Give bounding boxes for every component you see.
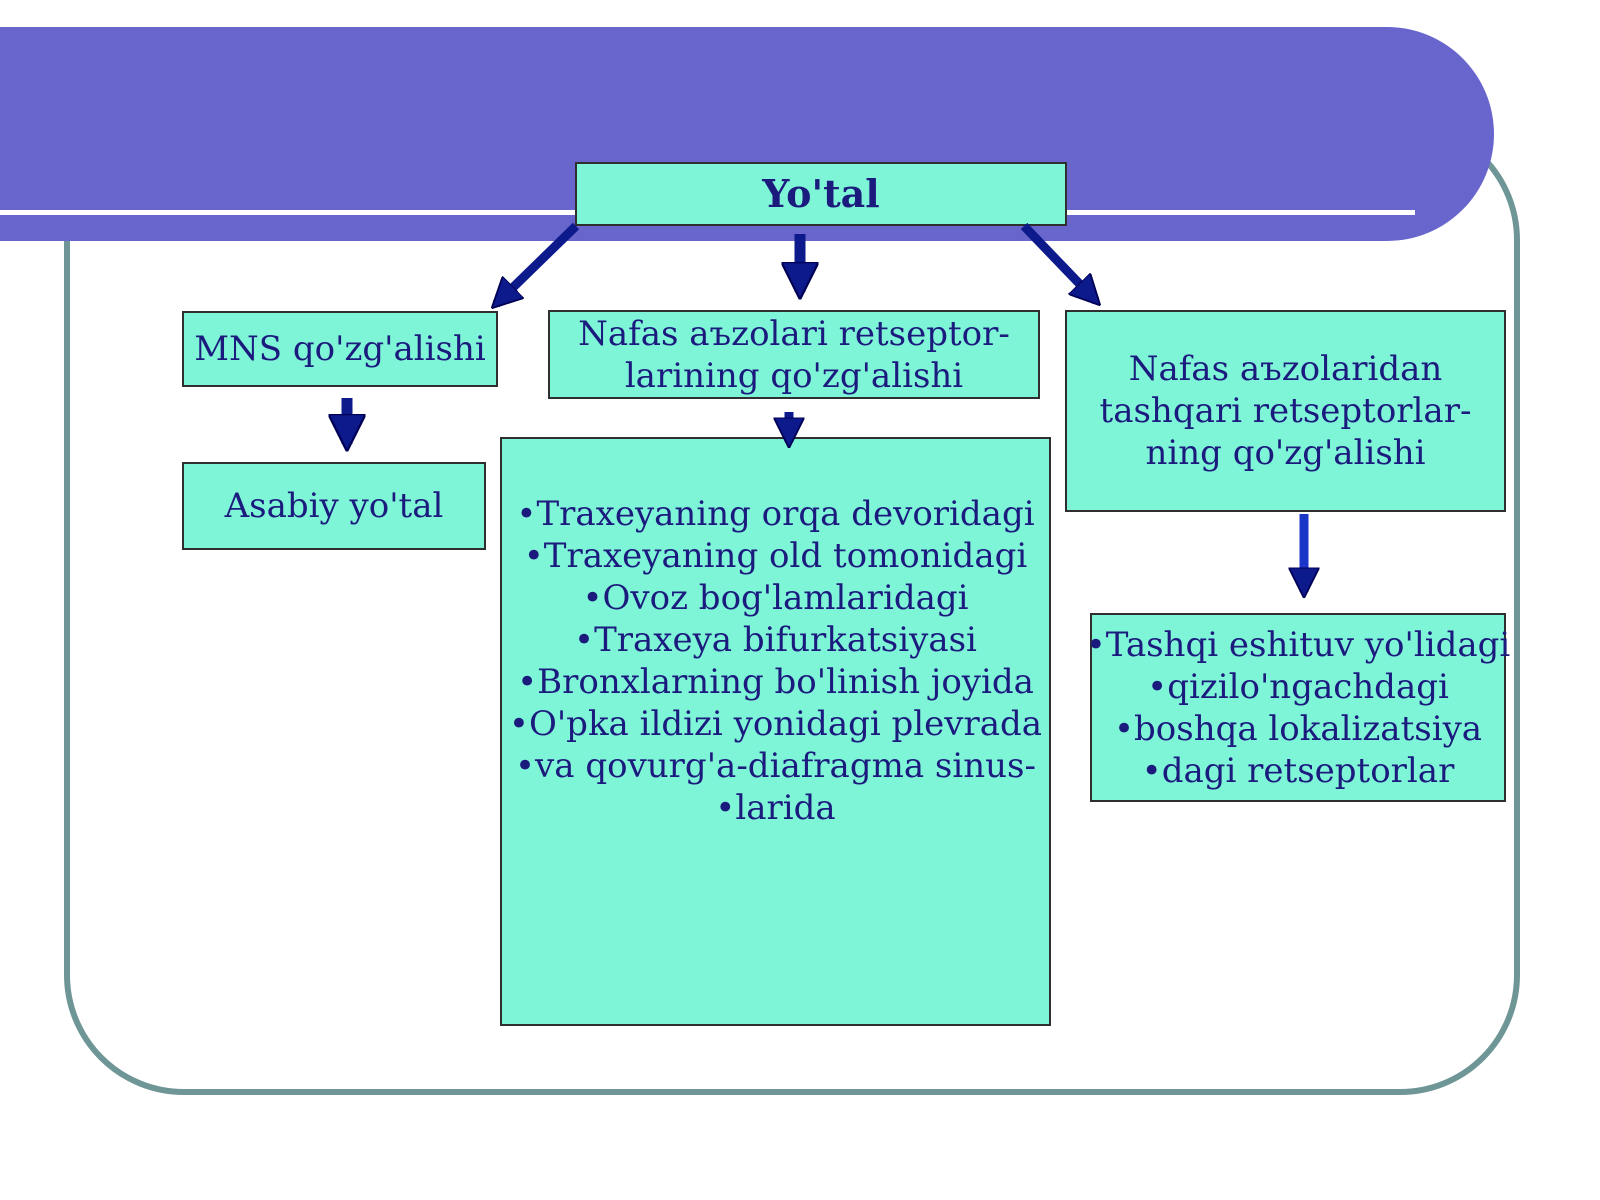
nafas-inner-node-box: Nafas aъzolari retseptor- larining qo'zg… <box>548 310 1040 399</box>
mns-node-box: MNS qo'zg'alishi <box>182 311 498 387</box>
nafas-inner-line: larining qo'zg'alishi <box>624 355 964 396</box>
outer-receptor-item: •Tashqi eshituv yo'lidagi <box>1085 624 1511 665</box>
inner-receptor-list-box: •Traxeyaning orqa devoridagi •Traxeyanin… <box>500 437 1051 1026</box>
nafas-inner-line: Nafas aъzolari retseptor- <box>578 313 1010 354</box>
nafas-outer-line: tashqari retseptorlar- <box>1099 391 1472 431</box>
inner-receptor-item: •Traxeyaning old tomonidagi <box>523 536 1028 576</box>
root-node-box: Yo'tal <box>575 162 1067 226</box>
outer-receptor-list-box: •Tashqi eshituv yo'lidagi •qizilo'ngachd… <box>1086 613 1510 802</box>
root-node-label: Yo'tal <box>762 171 880 216</box>
outer-receptor-item: •boshqa lokalizatsiya <box>1113 708 1483 749</box>
mns-node-label: MNS qo'zg'alishi <box>194 329 486 369</box>
outer-receptor-item: •dagi retseptorlar <box>1141 750 1455 791</box>
inner-receptor-item: •Ovoz bog'lamlaridagi <box>582 578 969 618</box>
inner-receptor-item: •va qovurg'a-diafragma sinus- <box>515 746 1036 786</box>
arrow-root-to-mns <box>496 222 580 304</box>
arrow-root-to-nafas-outer <box>1020 222 1096 301</box>
asabiy-node-label: Asabiy yo'tal <box>224 486 444 526</box>
asabiy-node-box: Asabiy yo'tal <box>182 462 486 550</box>
nafas-outer-line: ning qo'zg'alishi <box>1145 433 1426 473</box>
nafas-outer-node-box: Nafas aъzolaridan tashqari retseptorlar-… <box>1065 310 1506 512</box>
inner-receptor-item: •Traxeya bifurkatsiyasi <box>574 620 977 660</box>
inner-receptor-item: •larida <box>715 788 836 828</box>
inner-receptor-item: •Bronxlarning bo'linish joyida <box>517 662 1034 702</box>
outer-receptor-item: •qizilo'ngachdagi <box>1147 666 1449 707</box>
inner-receptor-item: •Traxeyaning orqa devoridagi <box>516 494 1035 534</box>
nafas-outer-line: Nafas aъzolaridan <box>1128 349 1443 389</box>
inner-receptor-item: •O'pka ildizi yonidagi plevrada <box>508 704 1043 744</box>
